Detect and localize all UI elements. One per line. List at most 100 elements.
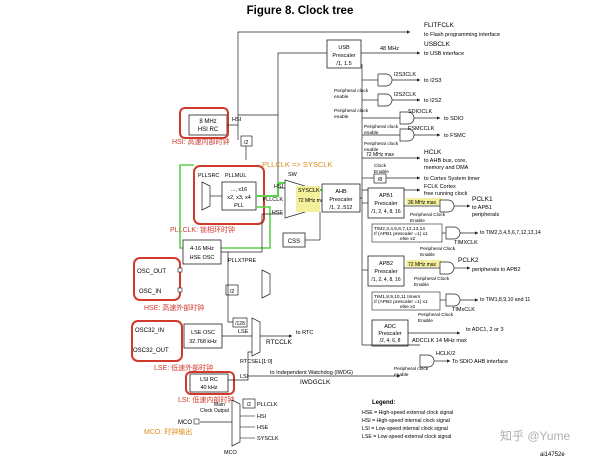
i2s3clk-label: I2S3CLK xyxy=(394,72,416,78)
timxclk-label: TIMXCLK xyxy=(454,240,478,246)
hsi-line-label: HSI xyxy=(232,117,242,123)
lse-annotation: LSE: 低速外部时钟 xyxy=(154,363,213,372)
pclk1-desc-1: to APB1 xyxy=(472,205,492,211)
hclk-max-label: 72 MHz max xyxy=(366,152,395,158)
ahb-line3: /1, 2..512 xyxy=(330,205,353,211)
lsi-line2: 40 kHz xyxy=(200,385,217,391)
tim-apb1-l1: TIM2,3,4,5,6,7,12,13,14 xyxy=(374,226,425,232)
osc32-in-label: OSC32_IN xyxy=(135,328,164,334)
timxclk-gate xyxy=(445,226,461,240)
div8-block xyxy=(373,173,387,184)
mco-hsi-label: HSI xyxy=(257,414,267,420)
tim-apb2-multiplier xyxy=(371,291,441,311)
apb2-line2: Prescaler xyxy=(374,269,397,275)
watermark: 知乎 @Yume xyxy=(500,429,571,443)
hse-annotation: HSE: 高速外部时钟 xyxy=(144,303,204,312)
lsi-line1: LSI RC xyxy=(200,377,218,383)
svg-text:enable: enable xyxy=(334,94,349,100)
clock-enable-label: Clock xyxy=(374,163,387,169)
legend-title: Legend: xyxy=(372,400,395,406)
i2s2clk-label: I2S2CLK xyxy=(394,92,416,98)
iwdgclk-label: IWDGCLK xyxy=(300,379,331,386)
legend-item-hse: HSE = High-speed external clock signal xyxy=(362,410,453,416)
fsmcclk-label: FSMCCLK xyxy=(408,126,435,132)
pll-annotation: PLLCLK: 锁相环时钟 xyxy=(170,225,235,234)
div8-label: /8 xyxy=(378,177,383,183)
hclk-desc-2: memory and DMA xyxy=(424,165,469,171)
pclk1-desc-2: peripherals xyxy=(472,212,499,218)
pclk2-gate xyxy=(439,261,455,275)
pllsrc-mux xyxy=(201,181,211,211)
apb1-line1: APB1 xyxy=(379,193,393,199)
mco-sysclk-label: SYSCLK xyxy=(257,436,279,442)
pllxtpre-label: PLLXTPRE xyxy=(228,258,256,264)
pclk1-gate xyxy=(439,199,455,213)
mco-mux xyxy=(231,399,241,447)
rtcsel-label: RTCSEL[1:0] xyxy=(240,359,273,365)
apb1-line3: /1, 2, 4, 8, 16 xyxy=(371,209,400,215)
adcclk-label: ADCCLK 14 MHz max xyxy=(412,338,467,344)
apb2-max-label: 72 MHz max xyxy=(408,262,437,268)
sdioclk-label: SDIOCLK xyxy=(408,109,432,115)
fsmc-gate xyxy=(399,128,415,142)
adc-line3: /2, 4, 6, 8 xyxy=(380,338,401,344)
pllmul-label: PLLMUL xyxy=(225,173,246,179)
lse-osc-highlight xyxy=(131,320,183,362)
hclk2-label: HCLK/2 xyxy=(436,351,455,357)
pll-block xyxy=(221,181,257,211)
hse-osc-highlight xyxy=(133,257,181,301)
i2s2-gate xyxy=(377,93,393,107)
timxclk2-label: TIMxCLK xyxy=(452,307,475,313)
apb1-line2: Prescaler xyxy=(374,201,397,207)
to-i2s2-label: to I2S2 xyxy=(424,98,441,104)
to-sdio-ahb-label: To SDIO AHB interface xyxy=(452,359,508,365)
legend-item-lse: LSE = Low-speed external clock signal xyxy=(362,434,451,440)
tim-apb1-l2: If (APB1 prescaler =1) x1 xyxy=(374,231,428,237)
pclk-enable-sdio: Peripheral clock xyxy=(364,124,399,130)
osc-in-label: OSC_IN xyxy=(139,289,161,295)
cortex-timer-label: to Cortex System timer xyxy=(424,176,480,182)
apb1-max-highlight xyxy=(406,198,442,205)
pllsrc-label: PLLSRC xyxy=(198,173,219,179)
hclk-label: HCLK xyxy=(424,149,442,156)
hsi-rc-line2: HSI RC xyxy=(198,127,219,133)
adc-line1: ADC xyxy=(384,324,396,330)
flitfclk-desc: to Flash programming interface xyxy=(424,32,500,38)
adc-prescaler-block xyxy=(371,319,409,347)
hsi-div2-block xyxy=(240,135,253,147)
hse-line1: 4-16 MHz xyxy=(190,246,214,252)
pclk-enable-i2s2: Peripheral clock xyxy=(334,108,369,114)
svg-text:Enable: Enable xyxy=(374,169,389,175)
pclk-enable-apb2: Peripheral Clock xyxy=(414,276,450,282)
osc-out-label: OSC_OUT xyxy=(137,269,166,275)
usbclk-label: USBCLK xyxy=(424,41,451,48)
ahb-line1: AHB xyxy=(335,189,347,195)
to-i2s3-label: to I2S3 xyxy=(424,78,441,84)
legend-item-hsi: HSI = High-speed internal clock signal xyxy=(362,418,450,424)
pclk-enable-hclk2: Peripheral clock xyxy=(394,366,429,372)
sw-hsi-input: HSI xyxy=(274,184,284,190)
mco-pllclk-label: PLLCLK xyxy=(257,402,278,408)
lse-line-label: LSE xyxy=(238,329,249,335)
mco-pin-label: MCO xyxy=(178,420,192,426)
lse-line1: LSE OSC xyxy=(191,330,215,336)
figure-code: ai14752e xyxy=(540,452,565,458)
sysclk-highlight xyxy=(296,186,320,212)
tim-apb1-l3: else x2 xyxy=(400,236,416,242)
hsi-div2-label: /2 xyxy=(244,140,249,146)
main-clock-output-1: Main xyxy=(214,402,225,408)
sysclk-label: SYSCLK xyxy=(298,188,320,194)
lsi-rc-highlight xyxy=(185,371,235,395)
figure-title: Figure 8. Clock tree xyxy=(247,5,354,17)
timxclk2-gate xyxy=(445,293,461,307)
to-sdio-label: to SDIO xyxy=(444,116,464,122)
sw-label: SW xyxy=(288,172,298,178)
usb-line1: USB xyxy=(338,45,350,51)
pll-line3: PLL xyxy=(234,203,244,209)
hsi-highlight xyxy=(179,107,229,139)
rtcsel-mux xyxy=(251,317,261,357)
svg-text:Enable: Enable xyxy=(418,318,433,324)
apb1-max-label: 36 MHz max xyxy=(408,200,437,206)
lse-line2: 32.768 kHz xyxy=(189,339,217,345)
